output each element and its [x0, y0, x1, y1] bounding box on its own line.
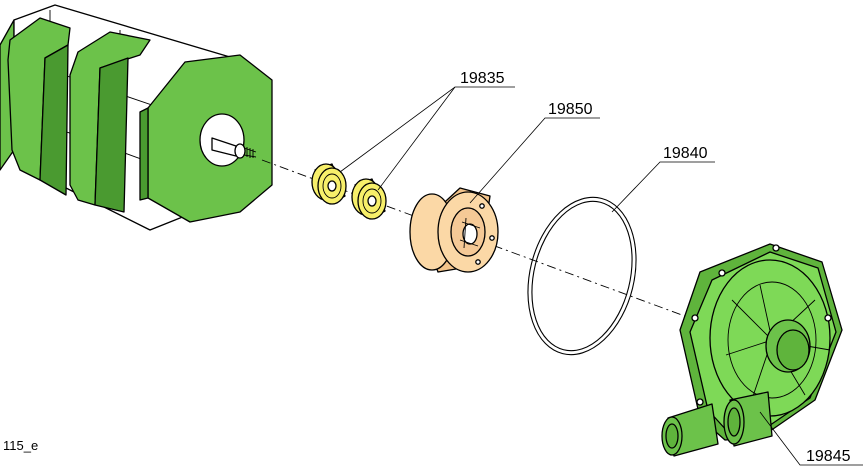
bearing-19835-b: [351, 178, 387, 220]
bearing-19835-a: [311, 163, 347, 205]
motor-assembly: [0, 4, 273, 231]
part-label-19850: 19850: [548, 101, 593, 118]
leader-19850: [469, 117, 600, 204]
leader-19840: [611, 161, 715, 213]
pump-cover-19845: [661, 243, 843, 457]
leader-19845: [759, 411, 863, 466]
part-label-19835: 19835: [460, 70, 505, 87]
bearing-housing-19850: [409, 187, 499, 273]
leader-19835: [339, 86, 515, 191]
part-label-19840: 19840: [663, 145, 708, 162]
part-label-19845: 19845: [806, 448, 851, 465]
o-ring-19840: [527, 196, 637, 356]
reference-code: 115_e: [3, 438, 38, 453]
